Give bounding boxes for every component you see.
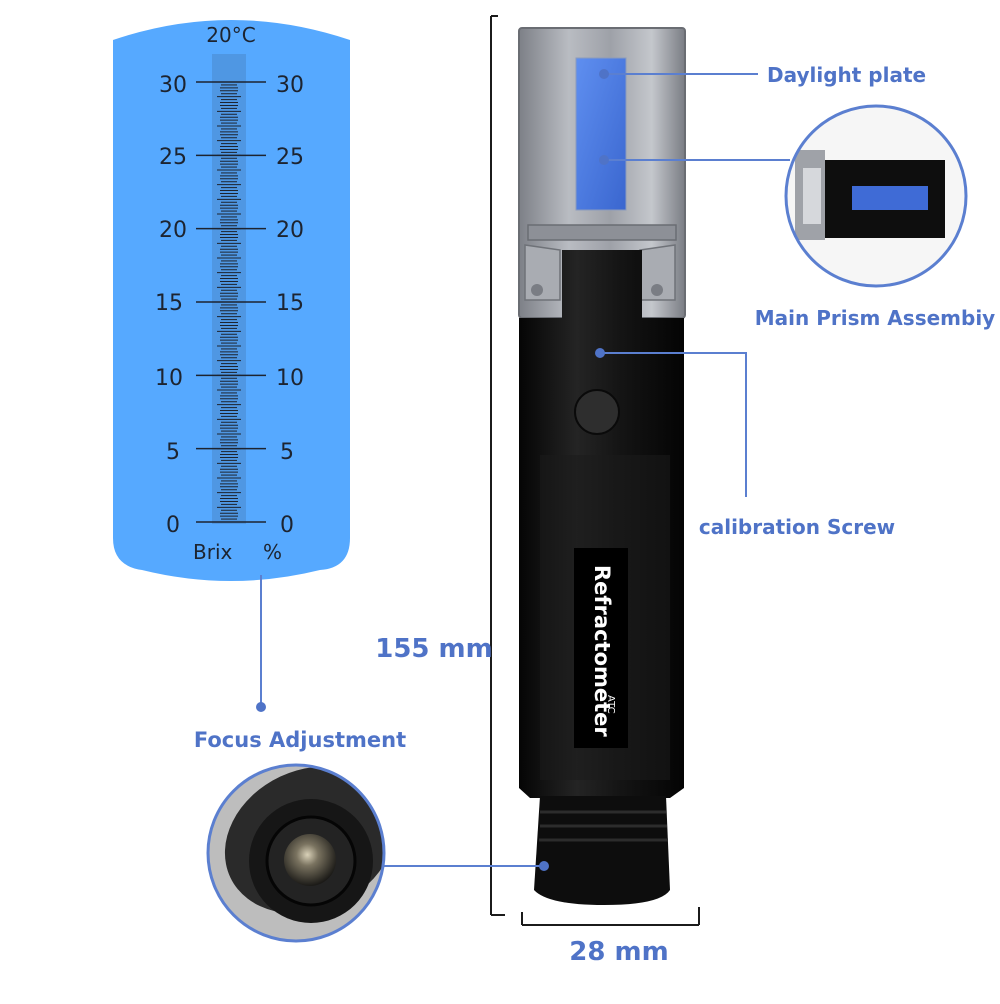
eyepiece <box>534 796 670 905</box>
width-label: 28 mm <box>569 937 668 967</box>
scale-ruler-bar <box>212 54 246 524</box>
scale-label-left: 5 <box>166 440 180 465</box>
device-name: Refractometer <box>590 565 614 737</box>
calibration-screw <box>574 389 620 435</box>
daylight-plate <box>576 58 626 210</box>
scale-label-right: 20 <box>276 218 304 243</box>
device-nameplate <box>574 548 628 748</box>
brix-scale: 20°C 30 25 20 15 10 5 0 30 25 20 15 10 5… <box>113 20 350 581</box>
scale-temperature: 20°C <box>206 23 255 47</box>
scale-label-left: 0 <box>166 513 180 538</box>
length-label: 155 mm <box>375 634 493 664</box>
scale-unit-left: Brix <box>193 540 233 564</box>
calibration-screw-label: calibration Screw <box>699 515 895 539</box>
scale-label-right: 30 <box>276 73 304 98</box>
main-prism-label: Main Prism Assembiy <box>755 306 995 330</box>
scale-label-right: 0 <box>280 513 294 538</box>
scale-minor-ticks <box>217 81 241 523</box>
scale-background <box>113 20 350 581</box>
width-dimension <box>521 907 700 926</box>
calibration-callout <box>595 348 747 497</box>
focus-adjustment-label: Focus Adjustment <box>194 728 406 752</box>
scale-major-ticks <box>196 81 266 523</box>
main-prism-callout <box>599 155 790 165</box>
scale-label-left: 15 <box>155 291 183 316</box>
scale-unit-right: % <box>263 540 282 564</box>
scale-labels-left: 30 25 20 15 10 5 0 <box>155 73 187 538</box>
scale-label-right: 5 <box>280 440 294 465</box>
scale-label-right: 25 <box>276 145 304 170</box>
scale-label-left: 20 <box>159 218 187 243</box>
length-dimension <box>490 15 505 916</box>
eyepiece-callout <box>384 861 549 871</box>
refractometer-device: Refractometer ATC <box>518 27 686 905</box>
prism-detail-view <box>784 104 968 288</box>
scale-label-right: 10 <box>276 366 304 391</box>
scale-label-right: 15 <box>276 291 304 316</box>
scale-label-left: 30 <box>159 73 187 98</box>
scale-labels-right: 30 25 20 15 10 5 0 <box>276 73 304 538</box>
focus-connector <box>256 575 266 712</box>
scale-label-left: 25 <box>159 145 187 170</box>
scale-label-left: 10 <box>155 366 183 391</box>
device-sub: ATC <box>605 695 616 714</box>
eyepiece-detail-view <box>206 763 386 943</box>
daylight-plate-callout <box>599 69 758 79</box>
daylight-plate-label: Daylight plate <box>767 63 926 87</box>
